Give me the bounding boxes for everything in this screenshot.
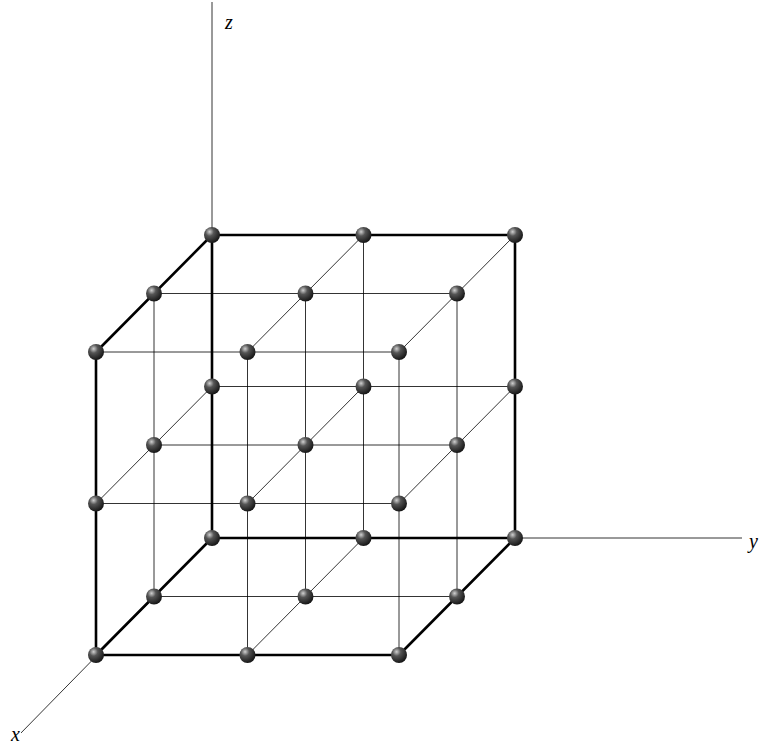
lattice-atom — [204, 530, 220, 546]
lattice-atom — [507, 227, 523, 243]
lattice-atom — [356, 379, 372, 395]
lattice-atom — [88, 344, 104, 360]
lattice-atom — [298, 286, 314, 302]
lattice-atom — [146, 286, 162, 302]
lattice-atom — [240, 647, 256, 663]
lattice-lines — [96, 235, 515, 655]
y-axis — [212, 538, 742, 539]
lattice-atom — [146, 589, 162, 605]
lattice-atom — [356, 530, 372, 546]
cube-edge — [399, 538, 515, 655]
lattice-atom — [298, 589, 314, 605]
x-axis — [18, 538, 212, 736]
axes — [18, 2, 742, 736]
lattice-atom — [88, 496, 104, 512]
lattice-atom — [449, 437, 465, 453]
lattice-points — [88, 227, 523, 663]
lattice-line — [399, 538, 515, 655]
lattice-atom — [204, 227, 220, 243]
axis-label: x — [10, 724, 21, 744]
lattice-atom — [356, 227, 372, 243]
lattice-line — [399, 235, 515, 352]
z-axis — [212, 2, 213, 538]
lattice-atom — [449, 286, 465, 302]
lattice-atom — [391, 647, 407, 663]
cube-edges — [96, 235, 515, 655]
axis-label: z — [224, 12, 234, 32]
lattice-atom — [391, 496, 407, 512]
lattice-atom — [507, 379, 523, 395]
lattice-atom — [204, 379, 220, 395]
lattice-atom — [507, 530, 523, 546]
cube-edge — [96, 235, 212, 352]
lattice-atom — [88, 647, 104, 663]
lattice-atom — [146, 437, 162, 453]
lattice-line — [399, 387, 515, 504]
axis-label: y — [748, 531, 759, 551]
lattice-atom — [240, 496, 256, 512]
lattice-atom — [449, 589, 465, 605]
lattice-atom — [298, 437, 314, 453]
lattice-atom — [240, 344, 256, 360]
lattice-atom — [391, 344, 407, 360]
cube-edge — [96, 538, 212, 655]
